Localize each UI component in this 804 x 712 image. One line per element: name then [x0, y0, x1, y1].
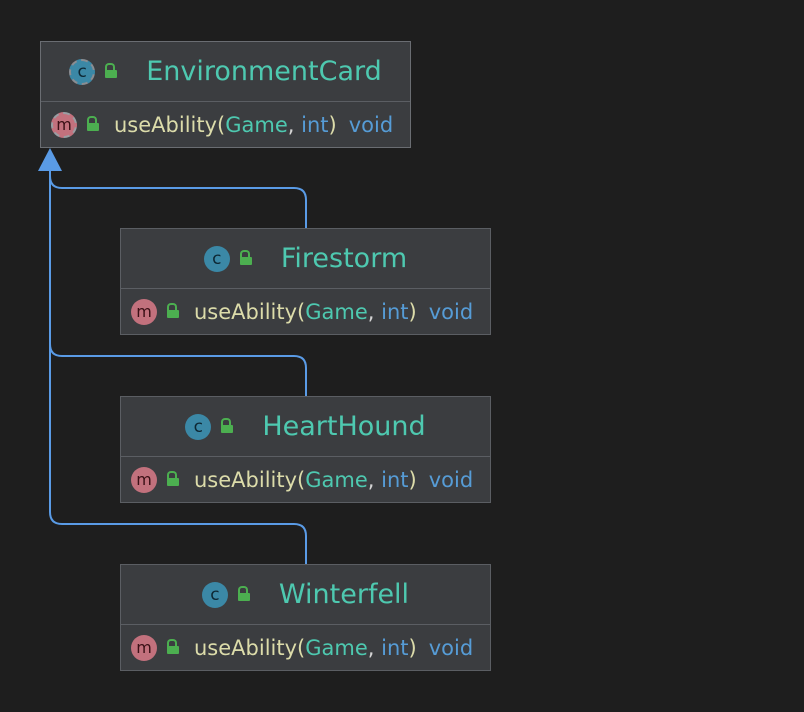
- param-type-int: int: [381, 467, 409, 492]
- return-type: void: [348, 112, 394, 137]
- param-type-game: Game: [305, 299, 368, 324]
- method-close-paren: ): [328, 112, 337, 137]
- param-type-game: Game: [305, 467, 368, 492]
- class-node-environmentcard[interactable]: c EnvironmentCard m useAbility(Game, int…: [40, 41, 411, 148]
- return-type: void: [428, 467, 474, 492]
- class-c-icon: c: [201, 581, 228, 608]
- public-lock-icon: [239, 249, 253, 265]
- method-name: useAbility: [194, 635, 298, 660]
- class-name: Winterfell: [278, 579, 410, 610]
- method-name: useAbility: [114, 112, 218, 137]
- param-type-game: Game: [305, 635, 368, 660]
- class-node-hearthound[interactable]: c HeartHound m useAbility(Game, int) void: [120, 396, 491, 503]
- method-row[interactable]: m useAbility(Game, int) void: [121, 289, 490, 334]
- public-lock-icon: [167, 638, 180, 654]
- param-type-int: int: [301, 112, 329, 137]
- public-lock-icon: [167, 470, 180, 486]
- class-header: c Firestorm: [121, 229, 490, 289]
- edge-firestorm-to-environmentcard[interactable]: [49, 170, 307, 228]
- method-row[interactable]: m useAbility(Game, int) void: [121, 457, 490, 502]
- method-m-icon: m: [131, 466, 157, 493]
- method-open-paren: (: [297, 467, 306, 492]
- edge-winterfell-to-environmentcard[interactable]: [49, 170, 307, 564]
- method-row[interactable]: m useAbility(Game, int) void: [121, 625, 490, 670]
- param-comma: ,: [367, 635, 375, 660]
- method-name: useAbility: [194, 299, 298, 324]
- class-name: Firestorm: [280, 243, 408, 274]
- class-node-winterfell[interactable]: c Winterfell m useAbility(Game, int) void: [120, 564, 491, 671]
- method-close-paren: ): [408, 635, 417, 660]
- method-row[interactable]: m useAbility(Game, int) void: [41, 102, 410, 147]
- param-type-int: int: [381, 635, 409, 660]
- method-open-paren: (: [217, 112, 226, 137]
- public-lock-icon: [221, 417, 234, 433]
- param-type-int: int: [381, 299, 409, 324]
- class-node-firestorm[interactable]: c Firestorm m useAbility(Game, int) void: [120, 228, 491, 335]
- class-header: c Winterfell: [121, 565, 490, 625]
- public-lock-icon: [105, 62, 118, 78]
- public-lock-icon: [87, 115, 100, 131]
- public-lock-icon: [167, 302, 180, 318]
- method-close-paren: ): [408, 299, 417, 324]
- method-m-icon: m: [51, 111, 77, 138]
- method-name: useAbility: [194, 467, 298, 492]
- method-m-icon: m: [131, 634, 157, 661]
- return-type: void: [428, 635, 474, 660]
- class-c-icon: c: [185, 413, 212, 440]
- param-comma: ,: [367, 299, 375, 324]
- param-comma: ,: [287, 112, 295, 137]
- param-comma: ,: [367, 467, 375, 492]
- class-c-icon: c: [69, 58, 96, 85]
- public-lock-icon: [237, 585, 251, 601]
- method-open-paren: (: [297, 635, 306, 660]
- class-c-icon: c: [203, 245, 230, 272]
- return-type: void: [428, 299, 474, 324]
- method-m-icon: m: [131, 298, 157, 325]
- method-close-paren: ): [408, 467, 417, 492]
- param-type-game: Game: [225, 112, 288, 137]
- class-name: HeartHound: [262, 411, 426, 442]
- class-header: c EnvironmentCard: [41, 42, 410, 102]
- class-name: EnvironmentCard: [146, 56, 382, 87]
- method-open-paren: (: [297, 299, 306, 324]
- class-header: c HeartHound: [121, 397, 490, 457]
- inheritance-arrow-icon: [38, 148, 62, 171]
